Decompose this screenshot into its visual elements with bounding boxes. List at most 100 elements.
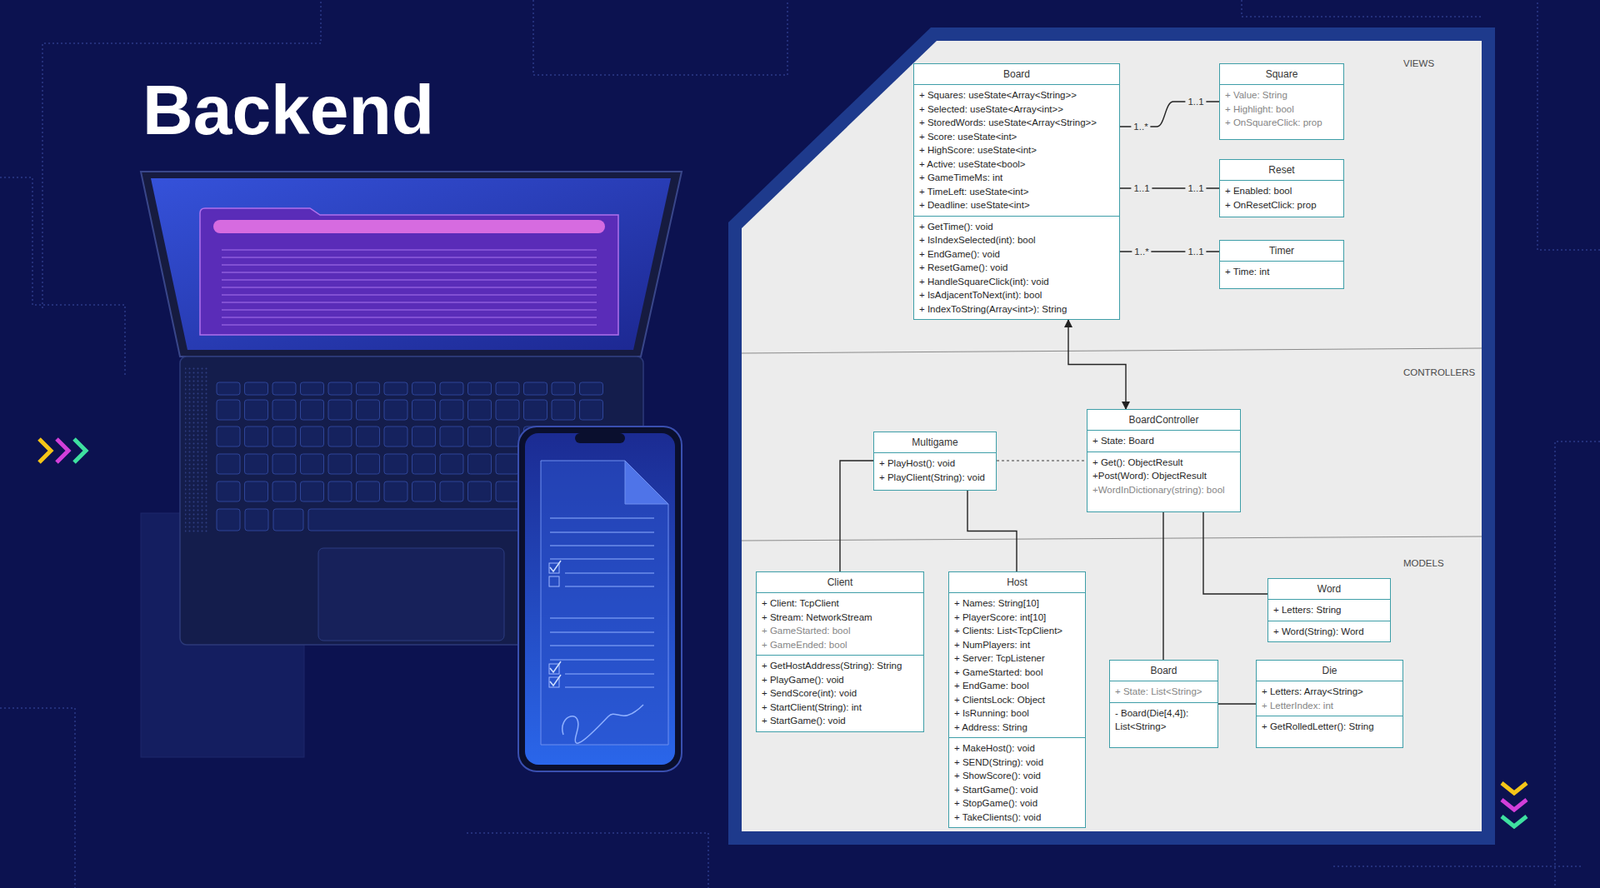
member-text: + Clients: List<TcpClient>: [954, 625, 1063, 636]
member-line: + State: List<String>: [1115, 685, 1213, 700]
keyboard-key: [551, 382, 575, 395]
member-text: + State: Board: [1092, 435, 1155, 446]
class-section: + GetTime(): void+ IsIndexSelected(int):…: [914, 215, 1120, 320]
multiplicity-label: 1..*: [1130, 120, 1150, 133]
member-text: + Selected: useState<Array<int>>: [919, 104, 1064, 115]
association-line: [1218, 703, 1256, 705]
member-line: + IsAdjacentToNext(int): bool: [919, 288, 1115, 303]
association-line: [1162, 512, 1164, 660]
member-line: + Stream: NetworkStream: [761, 610, 919, 625]
keyboard-key: [524, 382, 548, 395]
member-line: + ShowScore(): void: [954, 769, 1080, 784]
class-section: + Enabled: bool+ OnResetClick: prop: [1220, 180, 1344, 215]
class-section: + GetHostAddress(String): String+ PlayGa…: [756, 655, 924, 732]
folder-bar: [213, 220, 605, 234]
member-line: + GameTimeMs: int: [919, 170, 1115, 185]
class-section: + Client: TcpClient+ Stream: NetworkStre…: [756, 593, 924, 655]
member-text: + PlayClient(String): void: [879, 472, 985, 483]
check-mark: [550, 661, 561, 673]
folder-line: [221, 271, 597, 273]
class-header: Timer: [1220, 240, 1344, 262]
member-text: + OnResetClick: prop: [1225, 200, 1317, 210]
member-text: + Letters: String: [1273, 605, 1342, 615]
member-text: + IsRunning: bool: [954, 708, 1030, 719]
keyboard-key: [468, 400, 492, 420]
association-line: [1068, 320, 1126, 410]
member-line: + TakeClients(): void: [954, 810, 1080, 825]
member-line: + EndGame: bool: [954, 679, 1080, 694]
member-text: + IsAdjacentToNext(int): bool: [919, 290, 1042, 300]
keyboard-key: [580, 382, 604, 395]
keyboard-key: [440, 426, 464, 447]
class-section: + State: Board: [1087, 430, 1240, 452]
class-section: + GetRolledLetter(): String: [1256, 715, 1403, 738]
member-line: + EndGame(): void: [919, 247, 1115, 262]
keyboard-key: [300, 481, 325, 502]
uml-class-box: Timer+ Time: int: [1219, 240, 1345, 290]
class-name: Board: [1003, 68, 1030, 80]
member-text: + ShowScore(): void: [954, 770, 1041, 781]
chevron: [1501, 800, 1527, 810]
class-section: + Letters: String: [1268, 600, 1390, 621]
member-text: + LetterIndex: int: [1261, 700, 1334, 711]
class-header: Reset: [1220, 160, 1344, 181]
member-text: + StartClient(String): int: [761, 702, 862, 713]
multiplicity-label: 1..1: [1185, 182, 1206, 195]
chevron: [39, 439, 51, 463]
member-text: + TimeLeft: useState<int>: [919, 186, 1029, 197]
member-line: +Post(Word): ObjectResult: [1092, 469, 1235, 484]
member-text: + GetTime(): void: [919, 221, 994, 232]
member-line: + HighScore: useState<int>: [919, 143, 1115, 158]
keyboard-key: [495, 454, 520, 475]
keyboard-key: [328, 382, 352, 395]
class-name: Board: [1150, 665, 1177, 677]
circuit-line: [0, 708, 75, 888]
class-section: + Names: String[10]+ PlayerScore: int[10…: [949, 593, 1085, 738]
member-text: + Stream: NetworkStream: [761, 612, 873, 623]
member-line: + LetterIndex: int: [1261, 699, 1398, 714]
folder-line: [221, 309, 597, 310]
member-text: + Active: useState<bool>: [919, 159, 1026, 170]
member-line: + PlayClient(String): void: [879, 470, 991, 485]
keyboard-key: [272, 481, 296, 502]
document-fold: [625, 460, 669, 505]
check-mark: [550, 675, 561, 686]
keyboard-key: [356, 382, 380, 395]
member-line: + IndexToString(Array<int>): String: [919, 302, 1115, 317]
keyboard-key: [356, 426, 380, 447]
member-text: + SEND(String): void: [954, 757, 1044, 768]
association-line: [840, 460, 874, 572]
class-header: Word: [1268, 579, 1390, 600]
member-text: + StartGame(): void: [761, 715, 846, 726]
keyboard-key: [384, 426, 408, 447]
keyboard-key: [272, 426, 296, 447]
keyboard-key: [384, 400, 408, 420]
multiplicity-label: 1..1: [1185, 95, 1206, 108]
member-line: + GameStarted: bool: [954, 665, 1080, 680]
keyboard-key: [216, 509, 240, 531]
member-line: +WordInDictionary(string): bool: [1092, 483, 1235, 498]
class-section: + MakeHost(): void+ SEND(String): void+ …: [949, 737, 1085, 828]
member-text: + HighScore: useState<int>: [919, 145, 1037, 155]
laptop-screen: [150, 178, 671, 350]
speaker-grill: [185, 366, 209, 534]
member-text: + GetRolledLetter(): String: [1261, 721, 1375, 732]
member-line: - Board(Die[4,4]): List<String>: [1115, 706, 1213, 735]
uml-class-box: Reset+ Enabled: bool+ OnResetClick: prop: [1219, 159, 1345, 218]
member-text: + NumPlayers: int: [954, 640, 1030, 650]
member-line: + NumPlayers: int: [954, 638, 1080, 653]
member-text: + Server: TcpListener: [954, 653, 1045, 664]
member-line: + Score: useState<int>: [919, 130, 1115, 145]
phone-body: [518, 426, 682, 772]
keyboard-key: [328, 481, 352, 502]
uml-class-box: Multigame+ PlayHost(): void+ PlayClient(…: [873, 431, 997, 491]
member-text: + GameStarted: bool: [954, 667, 1043, 678]
member-text: + ResetGame(): void: [919, 262, 1008, 273]
class-header: BoardController: [1087, 410, 1240, 431]
member-text: + IndexToString(Array<int>): String: [919, 304, 1067, 315]
layer-label: MODELS: [1403, 557, 1445, 570]
document-line: [550, 617, 655, 619]
keyboard-key: [440, 400, 464, 420]
uml-class-box: Square+ Value: String+ Highlight: bool+ …: [1219, 63, 1345, 140]
chevron: [56, 439, 69, 463]
